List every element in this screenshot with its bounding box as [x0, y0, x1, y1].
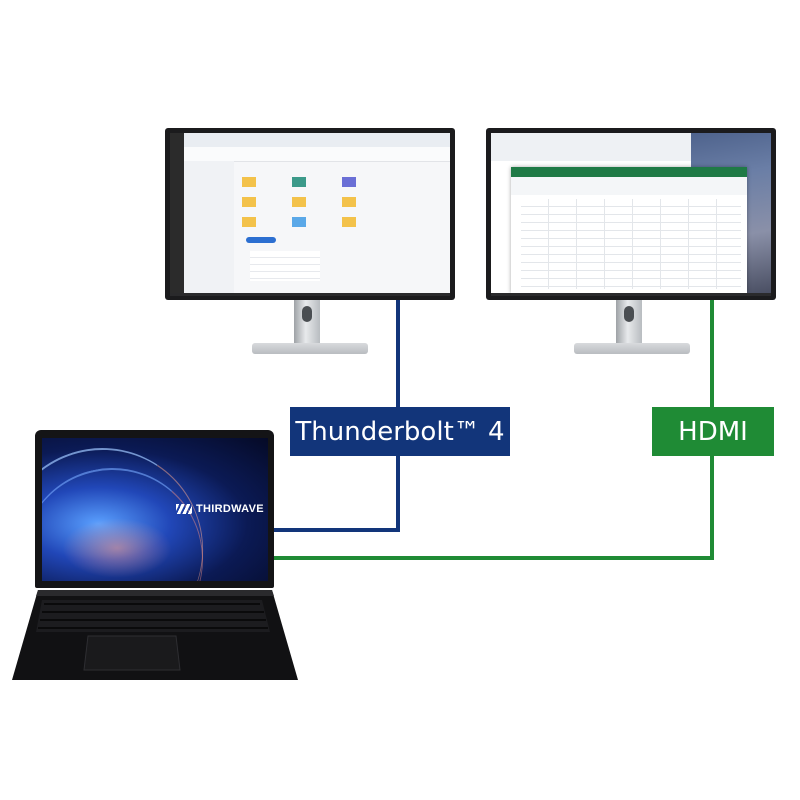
hdmi-label-text: HDMI	[678, 416, 748, 447]
left-monitor-screen	[170, 133, 450, 293]
thunderbolt-cable	[272, 300, 400, 532]
left-monitor-base	[252, 343, 368, 354]
right-monitor-stand	[616, 298, 642, 350]
right-monitor-base	[574, 343, 690, 354]
left-monitor-stand	[294, 298, 320, 350]
hdmi-label: HDMI	[652, 407, 774, 456]
thunderbolt-label: Thunderbolt™ 4	[290, 407, 510, 456]
thunderbolt-label-text: Thunderbolt™ 4	[295, 416, 505, 447]
thirdwave-logo-icon	[176, 504, 192, 514]
laptop-screen	[42, 438, 268, 581]
laptop-brand-text: THIRDWAVE	[196, 503, 264, 515]
laptop-logo: THIRDWAVE	[176, 503, 264, 515]
hdmi-cable	[272, 300, 714, 560]
right-monitor-screen	[491, 133, 771, 293]
